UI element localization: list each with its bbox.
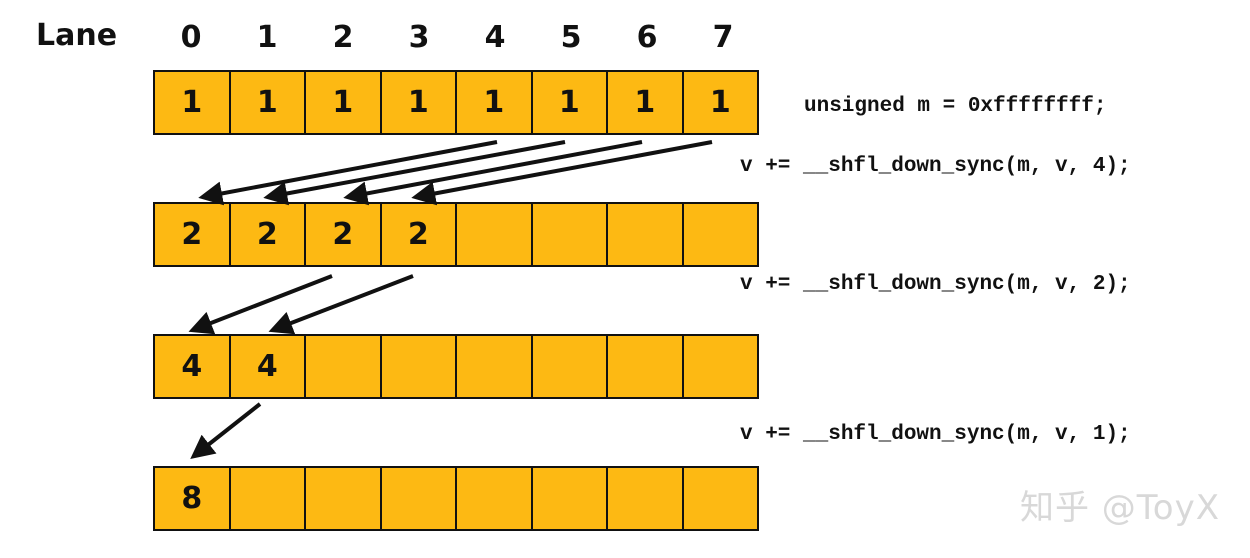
lane-cell: 2 <box>306 204 382 265</box>
watermark: 知乎 @ToyX <box>1019 488 1220 528</box>
lane-cell <box>231 468 306 529</box>
lane-cell: 1 <box>155 72 231 133</box>
lane-cell <box>533 204 608 265</box>
lane-cell <box>533 336 608 397</box>
lane-number: 0 <box>180 20 202 55</box>
shuffle-arrow <box>198 140 498 206</box>
lane-label: Lane <box>36 18 118 53</box>
shuffle-arrow <box>190 402 262 459</box>
lane-cell <box>457 204 533 265</box>
lane-number: 1 <box>256 20 278 55</box>
lane-number: 6 <box>636 20 658 55</box>
lane-cell: 2 <box>155 204 231 265</box>
lane-cell: 1 <box>533 72 608 133</box>
lane-cell: 1 <box>306 72 382 133</box>
shuffle-arrow <box>343 140 643 206</box>
lane-number: 5 <box>560 20 582 55</box>
code-shfl-step3: v += __shfl_down_sync(m, v, 1); <box>740 423 1131 446</box>
shuffle-arrow <box>188 274 333 335</box>
shuffle-arrow <box>268 274 414 335</box>
register-row-step1: 2 2 2 2 <box>153 202 759 267</box>
lane-cell: 2 <box>382 204 457 265</box>
code-shfl-step2: v += __shfl_down_sync(m, v, 2); <box>740 273 1131 296</box>
lane-cell <box>306 336 382 397</box>
lane-cell <box>382 468 457 529</box>
shuffle-arrow <box>411 140 713 206</box>
lane-number: 3 <box>408 20 430 55</box>
lane-cell: 4 <box>231 336 306 397</box>
lane-cell <box>457 468 533 529</box>
lane-cell <box>306 468 382 529</box>
code-shfl-step1: v += __shfl_down_sync(m, v, 4); <box>740 155 1131 178</box>
lane-number: 2 <box>332 20 354 55</box>
shuffle-arrow <box>263 140 566 206</box>
register-row-step3: 8 <box>153 466 759 531</box>
code-init: unsigned m = 0xffffffff; <box>804 95 1107 118</box>
lane-cell: 2 <box>231 204 306 265</box>
lane-cell <box>608 204 684 265</box>
lane-cell <box>608 468 684 529</box>
lane-number: 4 <box>484 20 506 55</box>
lane-cell: 1 <box>231 72 306 133</box>
lane-cell <box>457 336 533 397</box>
register-row-initial: 1 1 1 1 1 1 1 1 <box>153 70 759 135</box>
lane-cell: 8 <box>155 468 231 529</box>
lane-cell <box>382 336 457 397</box>
register-row-step2: 4 4 <box>153 334 759 399</box>
lane-cell: 1 <box>608 72 684 133</box>
lane-cell <box>533 468 608 529</box>
lane-cell: 1 <box>457 72 533 133</box>
lane-cell: 4 <box>155 336 231 397</box>
lane-number: 7 <box>712 20 734 55</box>
lane-cell: 1 <box>709 85 731 120</box>
lane-cell <box>608 336 684 397</box>
lane-cell: 1 <box>382 72 457 133</box>
